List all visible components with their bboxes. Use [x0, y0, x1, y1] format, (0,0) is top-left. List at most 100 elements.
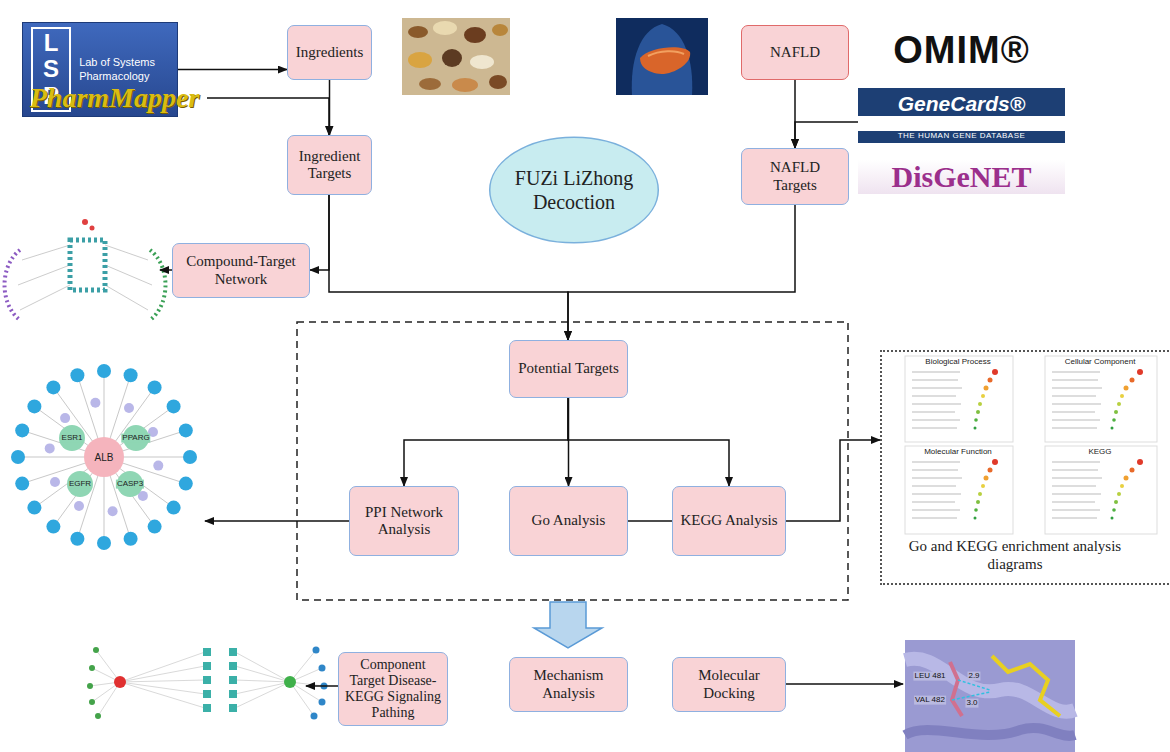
- connector: [568, 398, 729, 486]
- ppi-network-picture-part-part: [27, 399, 41, 413]
- enrichment-chart-thumbnails-part-part: [1052, 380, 1098, 381]
- enrichment-chart-thumbnails-part-part: [988, 468, 993, 473]
- enrichment-chart-thumbnails-part-part: [1052, 372, 1100, 373]
- enrichment-chart-thumbnails-part-part: [912, 470, 958, 471]
- enrichment-chart-thumbnails-part-part: [1124, 386, 1129, 391]
- pathway-network-picture-part-part: [203, 662, 211, 670]
- enrichment-chart-thumbnails-part-part: [974, 508, 978, 512]
- picture-label: PPARG: [121, 434, 150, 443]
- ppi-network-picture-part-part: [50, 477, 60, 487]
- picture-label: KEGG: [1087, 448, 1112, 457]
- process-box: Mechanism Analysis: [509, 657, 628, 712]
- pathway-network-picture-part: [114, 676, 126, 688]
- enrichment-chart-thumbnails-part-part: [912, 502, 955, 503]
- herbs-photo-part: [402, 18, 510, 95]
- enrichment-chart-thumbnails-part: [974, 369, 1144, 520]
- enrichment-chart-thumbnails-part-part: [1052, 404, 1101, 405]
- connector: [628, 520, 672, 522]
- process-box: PPI Network Analysis: [349, 486, 459, 556]
- herbs-photo-part: [419, 78, 441, 90]
- ppi-network-picture-part: [11, 364, 197, 550]
- pathway-network-picture-part-part: [120, 666, 205, 682]
- enrichment-chart-thumbnails-part-part: [1137, 369, 1143, 375]
- node-text: THE HUMAN GENE DATABASE: [858, 131, 1065, 143]
- liver-picture-part: [616, 18, 708, 95]
- process-box: Molecular Docking: [672, 657, 786, 712]
- ppi-network-picture-part-part: [148, 380, 162, 394]
- connector: [310, 195, 329, 270]
- enrichment-chart-thumbnails-part-part: [974, 427, 977, 430]
- docking-picture-part: [992, 656, 1060, 716]
- pathway-network-picture-part-part: [89, 699, 95, 705]
- enrichment-chart-thumbnails-part-part: [1052, 470, 1098, 471]
- node-text: Mechanism Analysis: [515, 667, 622, 702]
- docking-picture-part: [958, 680, 990, 690]
- node-text: Go Analysis: [532, 512, 606, 529]
- herbs-photo-part: [433, 21, 457, 35]
- enrichment-chart-thumbnails-part-part: [981, 484, 985, 488]
- pathway-network-picture-part: [203, 648, 237, 712]
- picture-label: ALB: [94, 452, 115, 463]
- pathway-network-picture-part-part: [235, 680, 290, 682]
- ppi-network-picture-part-part: [60, 413, 70, 423]
- compound-target-network-picture: [5, 219, 166, 320]
- node-text: FUZi LiZhong Decoction: [510, 166, 638, 214]
- process-box: Component Target Disease-KEGG Signaling …: [338, 652, 448, 726]
- node-text: DisGeNET: [858, 160, 1065, 195]
- scope-frame: [297, 322, 848, 600]
- ppi-network-picture-part-part: [15, 423, 29, 437]
- database-logos: OMIM®GeneCards®THE HUMAN GENE DATABASEDi…: [858, 28, 1065, 196]
- enrichment-chart-thumbnails-part-part: [1052, 420, 1100, 421]
- process-box: NAFLD Targets: [741, 148, 849, 205]
- connector: [795, 122, 858, 148]
- compound-target-network-picture-part: [20, 285, 70, 310]
- enrichment-chart-thumbnails-part-part: [1137, 459, 1143, 465]
- pathway-network-picture-part-part: [235, 682, 290, 708]
- enrichment-chart-thumbnails-part-part: [1120, 484, 1124, 488]
- compound-target-network-picture-part: [18, 265, 70, 285]
- ppi-network-picture-part-part: [153, 461, 163, 471]
- pathway-network-picture-part-part: [229, 662, 237, 670]
- node-text: PharmMapper: [30, 82, 200, 114]
- ppi-network-picture-part-part: [15, 477, 29, 491]
- process-box: KEGG Analysis: [672, 486, 786, 556]
- enrichment-chart-thumbnails-part-part: [974, 517, 977, 520]
- enrichment-chart-thumbnails-part-part: [912, 428, 957, 429]
- ppi-network-picture-part-part: [74, 501, 84, 511]
- picture-arrows-part: [160, 269, 172, 271]
- pathway-network-picture-part: [311, 647, 328, 720]
- herbs-photo-part: [464, 27, 486, 43]
- pathway-network-picture-part-part: [89, 665, 95, 671]
- pathway-network-picture-part-part: [235, 682, 290, 694]
- ppi-network-picture-part: [45, 398, 164, 517]
- picture-label: 2.9: [967, 672, 980, 681]
- pathway-network-picture-part-part: [93, 647, 99, 653]
- pathway-network-picture-part-part: [229, 704, 237, 712]
- ppi-network-picture-part-part: [97, 364, 111, 378]
- pathway-network-picture-part-part: [313, 647, 320, 654]
- ppi-network-picture-part-part: [108, 506, 118, 516]
- enrichment-chart-thumbnails-part-part: [912, 510, 960, 511]
- enrichment-chart-thumbnails-part-part: [978, 402, 982, 406]
- enrichment-chart-thumbnails-part-part: [912, 462, 960, 463]
- ppi-network-picture-part-part: [183, 450, 197, 464]
- enrichment-chart-thumbnails-part-part: [912, 404, 961, 405]
- pathway-network-picture-part-part: [319, 699, 326, 706]
- herbs-photo-part: [442, 49, 462, 67]
- figure-panel: Go and KEGG enrichment analysis diagrams: [880, 350, 1170, 585]
- enrichment-chart-thumbnails-part-part: [1114, 500, 1118, 504]
- docking-picture-part: [905, 640, 1075, 752]
- picture-arrows-part: [786, 683, 903, 685]
- enrichment-chart-thumbnails-part-part: [981, 394, 985, 398]
- pathway-network-picture-part-part: [120, 652, 205, 682]
- pathway-network-picture-part-part: [311, 713, 318, 720]
- node-text: KEGG Analysis: [680, 512, 777, 529]
- picture-label: CASP3: [116, 480, 144, 489]
- enrichment-chart-thumbnails-part-part: [912, 494, 961, 495]
- node-text: OMIM®: [858, 30, 1065, 72]
- enrichment-chart-thumbnails-part-part: [992, 459, 998, 465]
- node-text: Molecular Docking: [678, 667, 780, 702]
- process-box: Ingredients: [287, 25, 372, 80]
- pathway-network-picture-part-part: [235, 652, 290, 682]
